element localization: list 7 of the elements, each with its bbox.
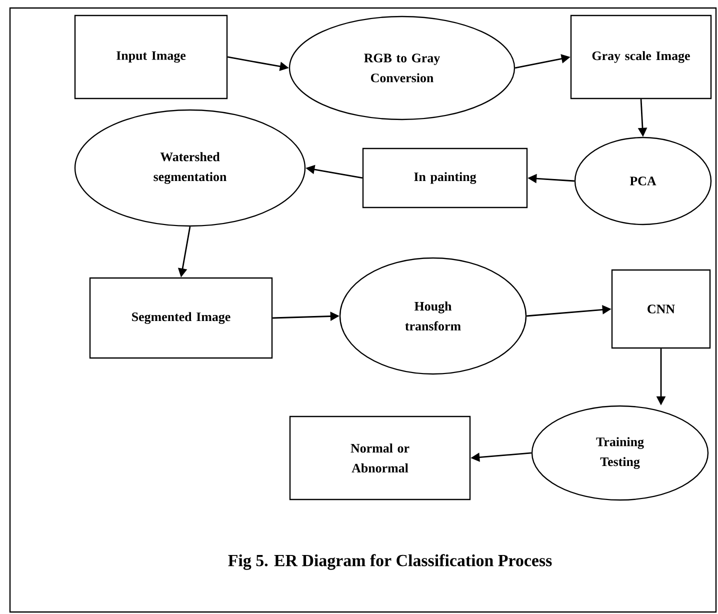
process-box: Segmented Image: [89, 277, 273, 359]
process-box: CNN: [611, 269, 711, 349]
caption: Fig 5. ER Diagram for Classification Process: [228, 554, 552, 570]
process-box: In painting: [362, 148, 528, 208]
process-box: Input Image: [74, 14, 228, 100]
process-box: Gray scale Image: [570, 14, 712, 100]
process-box: Normal or Abnormal: [289, 416, 471, 500]
